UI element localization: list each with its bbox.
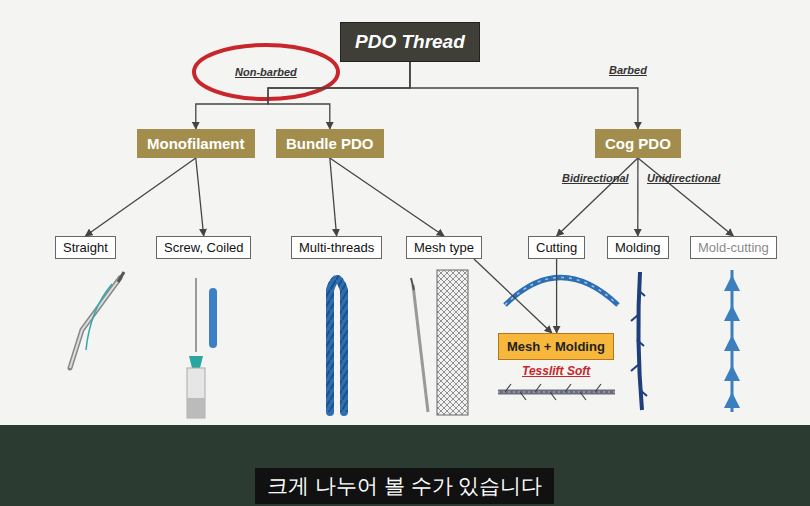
branch-label: Barbed bbox=[609, 64, 647, 76]
connector-arrow bbox=[196, 158, 204, 236]
tesslift-thread bbox=[498, 384, 615, 400]
connector-arrow bbox=[196, 62, 410, 129]
node-text: Screw, Coiled bbox=[164, 240, 243, 255]
connector-arrow bbox=[85, 158, 195, 236]
node-text: Mesh + Molding bbox=[507, 339, 605, 354]
type-box: Multi-threads bbox=[291, 236, 382, 259]
bottom-band bbox=[0, 425, 810, 506]
connector-arrow bbox=[330, 158, 337, 236]
node-text: Mold-cutting bbox=[698, 240, 769, 255]
connector-arrow bbox=[410, 62, 638, 129]
multi-thread-bundle bbox=[330, 279, 344, 412]
root-box: PDO Thread bbox=[340, 22, 480, 62]
node-text: Monofilament bbox=[147, 135, 245, 152]
branch-label: Non-barbed bbox=[235, 66, 297, 78]
cutting-cog-thread bbox=[505, 278, 618, 306]
node-text: Straight bbox=[63, 240, 108, 255]
category-box: Bundle PDO bbox=[276, 129, 384, 158]
mesh-thread bbox=[411, 270, 468, 415]
highlight-circle bbox=[194, 45, 338, 99]
node-text: Mesh type bbox=[414, 240, 474, 255]
connector-arrow bbox=[637, 158, 638, 236]
product-label: Tesslift Soft bbox=[522, 364, 590, 378]
node-text: Cog PDO bbox=[605, 135, 671, 152]
type-box: Molding bbox=[607, 236, 669, 259]
category-box: Cog PDO bbox=[595, 129, 681, 158]
combo-box: Mesh + Molding bbox=[498, 333, 614, 360]
connector-arrow bbox=[557, 158, 638, 236]
straight-needle bbox=[70, 272, 124, 368]
type-box: Cutting bbox=[528, 236, 585, 259]
molding-cog-thread bbox=[631, 272, 647, 410]
mold-cutting-cog-thread bbox=[724, 270, 740, 412]
connector-arrow bbox=[330, 158, 444, 236]
connector-arrow bbox=[556, 259, 557, 333]
node-text: Cutting bbox=[536, 240, 577, 255]
screw-needle bbox=[187, 278, 217, 418]
direction-label: Unidirectional bbox=[647, 172, 720, 184]
connector-arrow bbox=[474, 259, 552, 333]
category-box: Monofilament bbox=[137, 129, 255, 158]
type-box: Mesh type bbox=[406, 236, 482, 259]
direction-label: Bidirectional bbox=[562, 172, 629, 184]
subtitle: 크게 나누어 볼 수가 있습니다 bbox=[255, 468, 554, 504]
connector-arrow bbox=[638, 158, 734, 236]
type-box: Straight bbox=[55, 236, 116, 259]
node-text: Bundle PDO bbox=[286, 135, 374, 152]
node-text: Molding bbox=[615, 240, 661, 255]
type-box: Mold-cutting bbox=[690, 236, 777, 259]
type-box: Screw, Coiled bbox=[156, 236, 251, 259]
node-text: Multi-threads bbox=[299, 240, 374, 255]
node-text: PDO Thread bbox=[355, 31, 465, 53]
